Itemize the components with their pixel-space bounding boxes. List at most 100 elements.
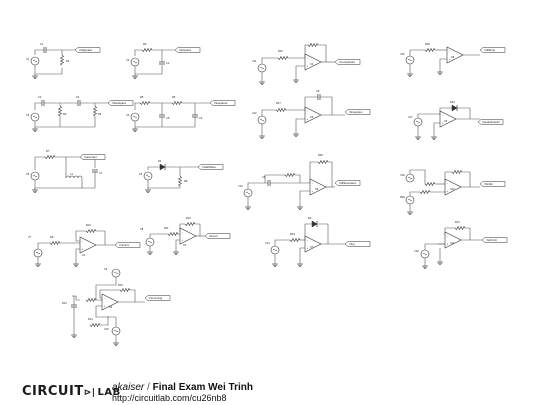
part-label: V10 <box>104 327 109 331</box>
sine-icon <box>32 174 38 178</box>
wire <box>309 161 318 183</box>
wire <box>409 169 426 184</box>
byline: akaiser / Final Exam Wei Trinh <box>112 382 253 393</box>
author-link[interactable]: akaiser <box>112 382 145 393</box>
footer-bar: CIRCUIT⊳|LAB akaiser / Final Exam Wei Tr… <box>0 381 540 405</box>
part-label: R18 <box>318 153 323 157</box>
part-label: X1 <box>82 253 86 257</box>
resistor-symbol <box>424 181 436 187</box>
opamp-minus: − <box>82 241 84 244</box>
wire <box>99 289 120 299</box>
node-label: Vinvert <box>209 234 218 238</box>
wire <box>149 233 168 238</box>
wire <box>261 57 278 64</box>
opamp-symbol <box>309 178 327 196</box>
part-label: V8 <box>140 227 144 231</box>
sine-icon <box>113 271 119 275</box>
opamp-symbol <box>79 236 97 254</box>
wire <box>295 118 305 132</box>
part-label: V7 <box>28 235 32 239</box>
opamp-minus: − <box>307 111 309 114</box>
resistor-symbol <box>141 47 153 53</box>
node-flag <box>479 47 506 53</box>
sine-icon <box>132 115 138 119</box>
wire <box>34 156 45 170</box>
sine-icon <box>113 329 119 333</box>
wire <box>134 65 163 75</box>
wire <box>433 122 440 135</box>
part-label: V15 <box>400 52 405 56</box>
part-label: R12 <box>186 216 191 220</box>
part-label: R10 <box>86 223 91 227</box>
node-flag <box>204 233 231 239</box>
sine-icon <box>407 176 413 180</box>
node-flag <box>209 100 236 106</box>
logo-diode-icon: ⊳| <box>83 388 96 398</box>
circuitlab-logo[interactable]: CIRCUIT⊳|LAB <box>22 384 121 399</box>
node-label: Vcomparator <box>339 60 355 64</box>
wire <box>95 305 117 327</box>
part-label: R5 <box>140 95 144 99</box>
part-label: R26 <box>400 195 405 199</box>
circuit-url[interactable]: http://circuitlab.com/cu26nb8 <box>112 393 227 403</box>
opamp-symbol <box>179 227 197 245</box>
resistor-symbol <box>419 189 431 195</box>
wire <box>34 172 96 189</box>
resistor-symbol <box>44 154 56 160</box>
opamp-minus: − <box>312 183 314 186</box>
part-label: V9 <box>104 267 108 271</box>
part-label: R6 <box>172 95 176 99</box>
node-label: Vbandpass <box>112 101 127 105</box>
part-label: R1 <box>66 59 70 63</box>
circuit-title: Final Exam Wei Trinh <box>152 382 253 393</box>
resistor-symbol <box>85 297 97 303</box>
opamp-plus: + <box>104 305 106 308</box>
resistor-symbol <box>424 47 436 53</box>
opamp-plus: + <box>82 248 84 251</box>
wire <box>295 65 305 78</box>
wire <box>95 277 117 301</box>
part-label: X9 <box>444 119 448 123</box>
node-flag <box>79 154 106 160</box>
resistor-symbol <box>119 287 131 293</box>
resistor-symbol <box>184 221 196 227</box>
resistor-symbol <box>177 175 183 187</box>
part-label: C4 <box>76 95 80 99</box>
resistor-symbol <box>454 225 466 231</box>
part-label: C9 <box>262 175 266 179</box>
part-label: R4 <box>98 112 102 116</box>
part-label: C2 <box>166 61 170 65</box>
resistor-symbol <box>59 54 65 66</box>
opamp-minus: − <box>104 298 106 301</box>
part-label: C7 <box>99 171 103 175</box>
wire <box>34 65 63 75</box>
part-label: X7 <box>310 245 314 249</box>
resistor-symbol <box>85 228 97 234</box>
resistor-symbol <box>92 105 98 117</box>
wire <box>444 227 455 236</box>
diode-symbol <box>159 163 166 171</box>
diode-symbol <box>451 104 458 112</box>
part-label: X2 <box>183 243 187 247</box>
node-label: Vdifferentiator <box>339 181 356 185</box>
opamp-plus: + <box>447 190 449 193</box>
part-label: V4 <box>126 113 130 117</box>
resistor-symbol <box>277 55 289 61</box>
part-label: R7 <box>46 149 50 153</box>
wire <box>247 182 268 189</box>
wire <box>304 96 318 111</box>
node-flag <box>344 109 371 115</box>
part-label: X3 <box>109 305 113 309</box>
part-label: R14 <box>88 317 93 321</box>
part-label: C3 <box>38 95 42 99</box>
wire <box>295 174 301 183</box>
wire <box>264 174 285 183</box>
part-label: V11 <box>252 59 257 63</box>
sine-icon <box>259 118 265 122</box>
part-label: C5 <box>166 116 170 120</box>
node-label: Vintegrator <box>349 110 363 114</box>
